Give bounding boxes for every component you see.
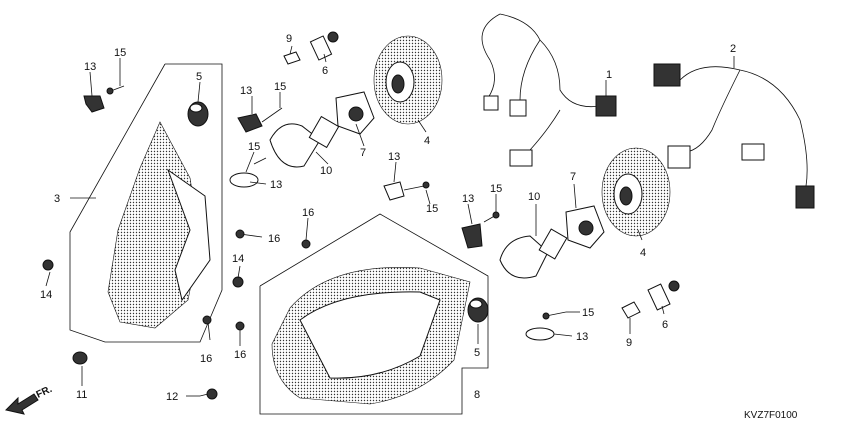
callout-3: 3 bbox=[54, 193, 60, 205]
screw-15a[interactable] bbox=[106, 85, 125, 95]
wire-harness-2[interactable] bbox=[653, 63, 815, 209]
bulb-6b[interactable] bbox=[647, 280, 680, 311]
leader-lines bbox=[45, 45, 735, 397]
callout-9a: 9 bbox=[286, 33, 292, 45]
callout-13f: 13 bbox=[576, 331, 588, 343]
screw-15c[interactable] bbox=[483, 211, 500, 223]
callout-15d: 15 bbox=[426, 203, 438, 215]
callout-6b: 6 bbox=[662, 319, 668, 331]
callout-16d: 16 bbox=[234, 349, 246, 361]
dust-cover-4b[interactable] bbox=[601, 147, 671, 237]
grommet-5b[interactable] bbox=[467, 297, 489, 323]
callout-6a: 6 bbox=[322, 65, 328, 77]
callout-5b: 5 bbox=[474, 347, 480, 359]
grommet-5a[interactable] bbox=[187, 101, 209, 127]
wire-harness-1[interactable] bbox=[481, 13, 617, 167]
callout-4a: 4 bbox=[424, 135, 430, 147]
screw-12[interactable] bbox=[199, 388, 218, 400]
bulb-holder-7a[interactable] bbox=[335, 91, 375, 135]
stay-clip-13a[interactable] bbox=[83, 95, 105, 113]
clip-13d[interactable] bbox=[383, 181, 405, 201]
bulb-10b[interactable] bbox=[499, 228, 568, 279]
callout-12: 12 bbox=[166, 391, 178, 403]
clip-13c[interactable] bbox=[229, 157, 267, 188]
callout-8: 8 bbox=[474, 389, 480, 401]
callout-10a: 10 bbox=[320, 165, 332, 177]
nut-14a[interactable] bbox=[42, 259, 54, 271]
callout-labels: 1 2 3 4 4 5 5 6 6 7 7 8 9 9 10 10 11 12 … bbox=[40, 33, 736, 403]
callout-13a: 13 bbox=[84, 61, 96, 73]
callout-10b: 10 bbox=[528, 191, 540, 203]
callout-5a: 5 bbox=[196, 71, 202, 83]
headlight-unit-group bbox=[259, 213, 489, 415]
diagram-code: KVZ7F0100 bbox=[744, 410, 798, 421]
front-direction-arrow: FR. bbox=[5, 384, 54, 415]
clip-13f[interactable] bbox=[525, 327, 555, 341]
screw-15d[interactable] bbox=[542, 311, 567, 320]
callout-15f: 15 bbox=[582, 307, 594, 319]
callout-15b: 15 bbox=[274, 81, 286, 93]
callout-7a: 7 bbox=[360, 147, 366, 159]
callout-16c: 16 bbox=[302, 207, 314, 219]
callout-15e: 15 bbox=[490, 183, 502, 195]
nut-14b[interactable] bbox=[232, 276, 244, 288]
callout-13c: 13 bbox=[270, 179, 282, 191]
clip-13b[interactable] bbox=[237, 107, 283, 133]
callout-11: 11 bbox=[76, 389, 87, 401]
callout-13e: 13 bbox=[462, 193, 474, 205]
bolt-16a[interactable] bbox=[235, 229, 263, 239]
direction-label: FR. bbox=[35, 384, 54, 401]
callout-14b: 14 bbox=[232, 253, 244, 265]
callout-15a: 15 bbox=[114, 47, 126, 59]
bulb-6a[interactable] bbox=[309, 31, 339, 61]
callout-13d: 13 bbox=[388, 151, 400, 163]
headlight-case-group bbox=[69, 63, 223, 343]
callout-14a: 14 bbox=[40, 289, 52, 301]
bolt-16d[interactable] bbox=[235, 321, 245, 331]
callout-16b: 16 bbox=[200, 353, 212, 365]
screw-15b[interactable] bbox=[403, 181, 430, 191]
callout-4b: 4 bbox=[640, 247, 646, 259]
callout-16a: 16 bbox=[268, 233, 280, 245]
clip-13e[interactable] bbox=[461, 223, 483, 249]
callout-9b: 9 bbox=[626, 337, 632, 349]
bulb-10a[interactable] bbox=[269, 115, 340, 168]
callout-13b: 13 bbox=[240, 85, 252, 97]
dust-cover-4a[interactable] bbox=[373, 35, 443, 125]
nut-11[interactable] bbox=[72, 351, 88, 365]
bolt-16b[interactable] bbox=[202, 315, 212, 341]
callout-2: 2 bbox=[730, 43, 736, 55]
bulb-holder-7b[interactable] bbox=[565, 205, 605, 249]
socket-9a[interactable] bbox=[283, 51, 301, 65]
callout-15c: 15 bbox=[248, 141, 260, 153]
bolt-16c[interactable] bbox=[301, 239, 311, 249]
callout-7b: 7 bbox=[570, 171, 576, 183]
socket-9b[interactable] bbox=[621, 301, 641, 319]
callout-1: 1 bbox=[606, 69, 612, 81]
